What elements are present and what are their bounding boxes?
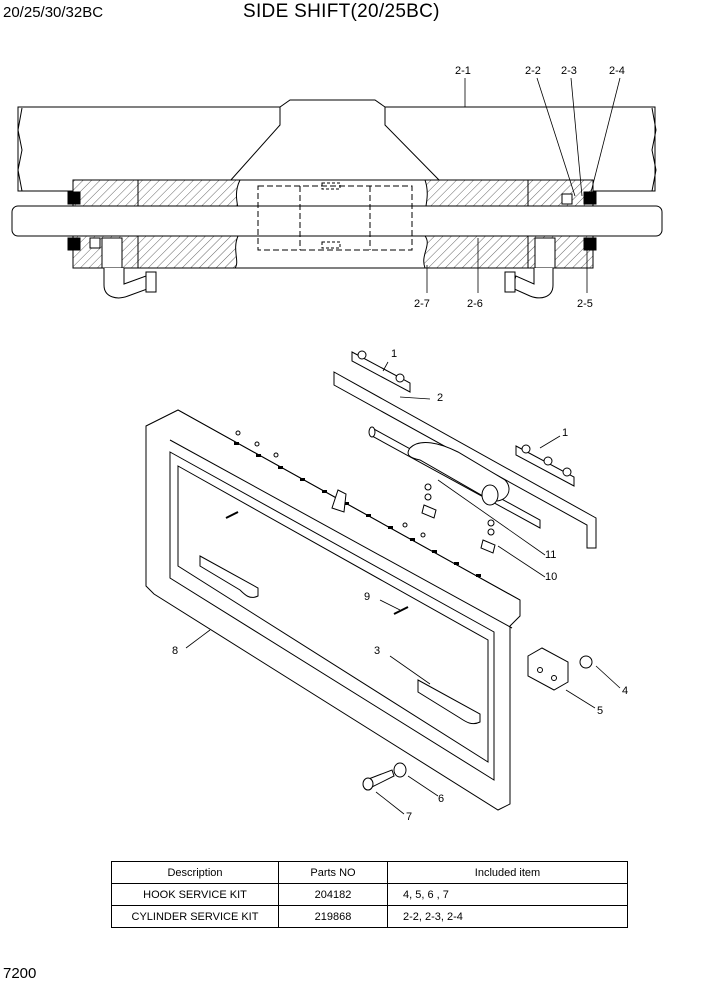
cylinder-rail xyxy=(333,371,597,549)
right-fitting xyxy=(504,237,556,299)
callout-7: 7 xyxy=(406,811,412,823)
kit-included-items: 2-2, 2-3, 2-4 xyxy=(387,905,628,928)
service-kit-table: Description Parts NO Included item HOOK … xyxy=(111,861,628,928)
column-header-description: Description xyxy=(111,861,279,884)
hook-upper xyxy=(199,555,259,598)
callout-11: 11 xyxy=(545,549,556,561)
callout-5: 5 xyxy=(597,705,603,717)
callout-6: 6 xyxy=(438,793,444,805)
callout-2-1: 2-1 xyxy=(455,65,471,77)
callout-2-4: 2-4 xyxy=(609,65,625,77)
column-header-included-item: Included item xyxy=(387,861,628,884)
left-fitting xyxy=(101,237,157,299)
kit-included-items: 4, 5, 6 , 7 xyxy=(387,883,628,906)
callout-2-3: 2-3 xyxy=(561,65,577,77)
callout-2: 2 xyxy=(437,392,443,404)
kit-part-number: 204182 xyxy=(278,883,388,906)
main-frame xyxy=(145,409,521,811)
section-view xyxy=(11,77,663,299)
exploded-view xyxy=(145,350,621,815)
table-row: CYLINDER SERVICE KIT 219868 2-2, 2-3, 2-… xyxy=(111,905,628,928)
kit-description: HOOK SERVICE KIT xyxy=(111,883,279,906)
table-row: HOOK SERVICE KIT 204182 4, 5, 6 , 7 xyxy=(111,883,628,906)
column-header-parts-no: Parts NO xyxy=(278,861,388,884)
callout-3: 3 xyxy=(374,645,380,657)
callout-2-2: 2-2 xyxy=(525,65,541,77)
carriage-bar xyxy=(17,99,656,192)
kit-part-number: 219868 xyxy=(278,905,388,928)
model-code: 20/25/30/32BC xyxy=(3,4,104,21)
callout-9: 9 xyxy=(364,591,370,603)
kit-description: CYLINDER SERVICE KIT xyxy=(111,905,279,928)
callout-8: 8 xyxy=(172,645,178,657)
callout-2-7: 2-7 xyxy=(414,298,430,310)
callout-2-6: 2-6 xyxy=(467,298,483,310)
clamp-upper xyxy=(351,350,411,393)
callout-1-upper: 1 xyxy=(391,348,397,360)
clamp-lower xyxy=(515,444,575,487)
table-header-row: Description Parts NO Included item xyxy=(111,861,628,884)
piston-rod xyxy=(11,205,663,237)
page-number: 7200 xyxy=(3,965,37,982)
hook-lower xyxy=(417,679,481,725)
callout-1-lower: 1 xyxy=(562,427,568,439)
page-title: SIDE SHIFT(20/25BC) xyxy=(243,1,440,22)
hook-block xyxy=(527,647,569,691)
callout-4: 4 xyxy=(622,685,628,697)
callout-2-5: 2-5 xyxy=(577,298,593,310)
callout-10: 10 xyxy=(545,571,557,583)
